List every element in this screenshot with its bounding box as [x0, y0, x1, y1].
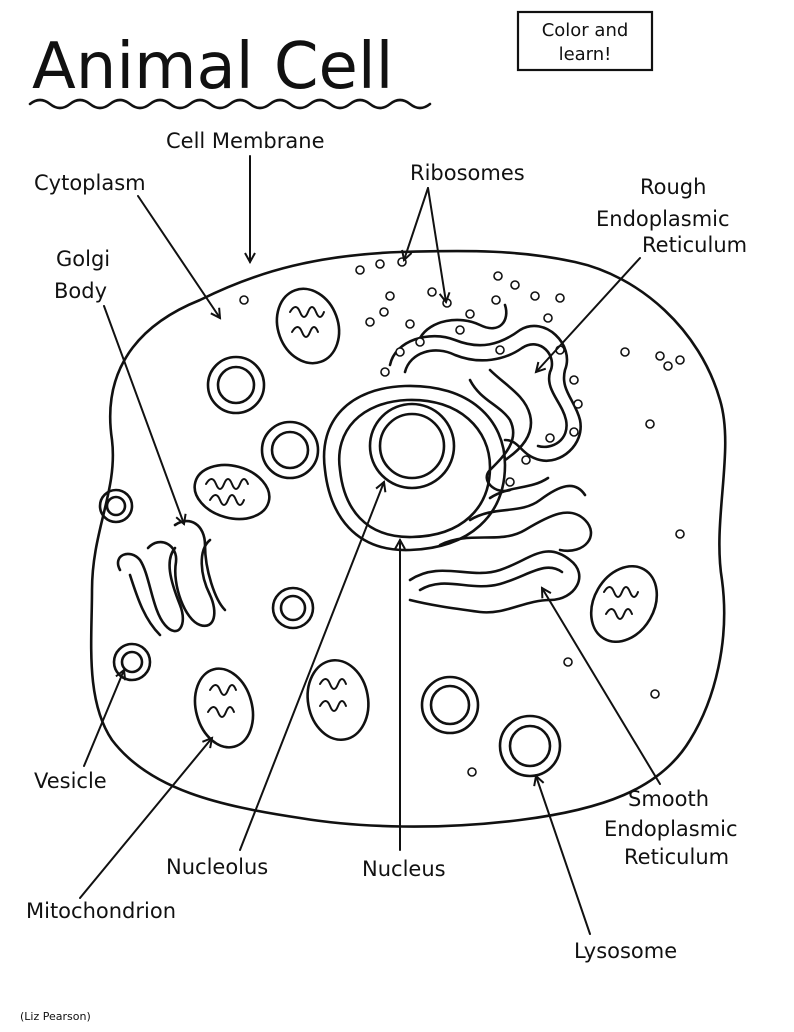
arrow-golgi — [103, 305, 184, 524]
arrow-lysosome — [536, 776, 591, 935]
label-rough-er-1: Rough — [640, 175, 706, 199]
label-ribosomes: Ribosomes — [410, 161, 525, 185]
arrow-cytoplasm — [137, 195, 220, 318]
leader-lines — [79, 155, 661, 935]
badge-line-2: learn! — [559, 44, 612, 65]
label-golgi-2: Body — [54, 279, 107, 303]
ribosome-dots — [239, 257, 685, 777]
color-and-learn-badge: Color and learn! — [516, 10, 654, 72]
label-smooth-er-3: Reticulum — [624, 845, 729, 869]
rough-er — [388, 303, 582, 493]
label-nucleolus: Nucleolus — [166, 855, 268, 879]
label-rough-er-3: Reticulum — [642, 233, 747, 257]
arrow-smooth-er — [542, 588, 661, 785]
arrow-ribosomes-1 — [404, 187, 429, 260]
label-cytoplasm: Cytoplasm — [34, 171, 146, 195]
mitochondrion-3 — [193, 667, 255, 749]
mitochondria — [193, 287, 659, 749]
arrow-vesicle — [83, 670, 124, 767]
cell-membrane-outline — [89, 249, 727, 828]
lysosome — [498, 714, 562, 778]
arrow-nucleolus — [239, 482, 384, 851]
label-smooth-er-1: Smooth — [628, 787, 709, 811]
label-cell-membrane: Cell Membrane — [166, 129, 324, 153]
mitochondrion-4 — [306, 658, 370, 742]
label-vesicle: Vesicle — [34, 769, 107, 793]
nucleolus-inner — [378, 412, 446, 480]
smooth-er — [408, 476, 593, 614]
page-title: Animal Cell — [32, 30, 393, 104]
label-nucleus: Nucleus — [362, 857, 446, 881]
vesicles — [98, 355, 480, 735]
arrow-rough-er — [536, 257, 641, 372]
arrow-mitochondrion — [79, 738, 212, 899]
credit: (Liz Pearson) — [20, 1010, 91, 1023]
mitochondrion-1 — [275, 287, 341, 365]
label-mitochondrion: Mitochondrion — [26, 899, 176, 923]
arrow-ribosomes-2 — [427, 187, 446, 302]
mitochondrion-2 — [193, 463, 271, 521]
nucleus — [322, 384, 507, 552]
title-underline — [28, 98, 432, 110]
mitochondrion-5 — [589, 564, 659, 644]
label-lysosome: Lysosome — [574, 939, 677, 963]
label-golgi-1: Golgi — [56, 247, 110, 271]
golgi-body — [116, 519, 227, 637]
label-smooth-er-2: Endoplasmic — [604, 817, 738, 841]
nucleolus-outer — [368, 402, 456, 490]
label-rough-er-2: Endoplasmic — [596, 207, 730, 231]
badge-line-1: Color and — [542, 20, 629, 41]
